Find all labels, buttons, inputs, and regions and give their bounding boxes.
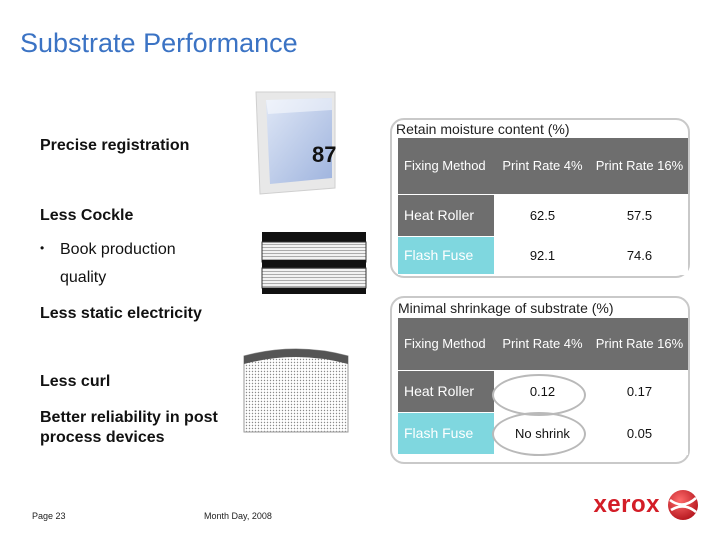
sub-bullet-book-production: Book production [60, 241, 176, 258]
cell-value: 92.1 [493, 236, 591, 275]
xerox-logo: xerox [593, 488, 700, 522]
header-print-rate-16: Print Rate 16% [590, 318, 688, 371]
bullet-precise-registration: Precise registration [40, 137, 190, 154]
xerox-sphere-icon [668, 490, 698, 520]
row-label-flash-fuse: Flash Fuse [398, 412, 494, 455]
cell-value: 0.05 [590, 412, 688, 455]
header-print-rate-4: Print Rate 4% [493, 138, 591, 195]
header-fixing-method: Fixing Method [398, 318, 494, 371]
moisture-table-caption: Retain moisture content (%) [396, 121, 570, 137]
bullet-less-curl: Less curl [40, 373, 111, 390]
table-header-row: Fixing Method Print Rate 4% Print Rate 1… [398, 318, 688, 371]
highlight-ellipse [492, 374, 586, 416]
row-label-heat-roller: Heat Roller [398, 370, 494, 413]
bullet-less-cockle: Less Cockle [40, 207, 134, 224]
row-label-heat-roller: Heat Roller [398, 194, 494, 237]
table-row: Flash Fuse 92.1 74.6 [398, 236, 688, 275]
cell-value: 0.17 [590, 370, 688, 413]
sub-bullet-marker: • [40, 241, 45, 255]
cell-value: 74.6 [590, 236, 688, 275]
book-stack-image [248, 228, 368, 298]
header-fixing-method: Fixing Method [398, 138, 494, 195]
row-label-flash-fuse: Flash Fuse [398, 236, 494, 275]
page-corner-number: 87 [312, 142, 337, 167]
page-title: Substrate Performance [20, 28, 298, 58]
page-number: Page 23 [32, 511, 66, 521]
cell-value: 57.5 [590, 194, 688, 237]
bullet-reliability-line2: process devices [40, 429, 165, 446]
sub-bullet-book-production-continued: quality [60, 269, 107, 286]
header-print-rate-16: Print Rate 16% [590, 138, 688, 195]
highlight-ellipse [492, 412, 586, 456]
paper-stack-image [236, 340, 356, 440]
header-print-rate-4: Print Rate 4% [493, 318, 591, 371]
shrinkage-table-caption: Minimal shrinkage of substrate (%) [398, 300, 614, 316]
xerox-wordmark: xerox [593, 491, 660, 518]
table-header-row: Fixing Method Print Rate 4% Print Rate 1… [398, 138, 688, 195]
moisture-table: Fixing Method Print Rate 4% Print Rate 1… [398, 138, 688, 275]
bullet-reliability-line1: Better reliability in post [40, 409, 218, 426]
cell-value: 62.5 [493, 194, 591, 237]
registration-page-image: 87 [250, 90, 345, 196]
footer-date: Month Day, 2008 [204, 511, 272, 521]
table-row: Heat Roller 62.5 57.5 [398, 194, 688, 237]
bullet-less-static: Less static electricity [40, 305, 202, 322]
